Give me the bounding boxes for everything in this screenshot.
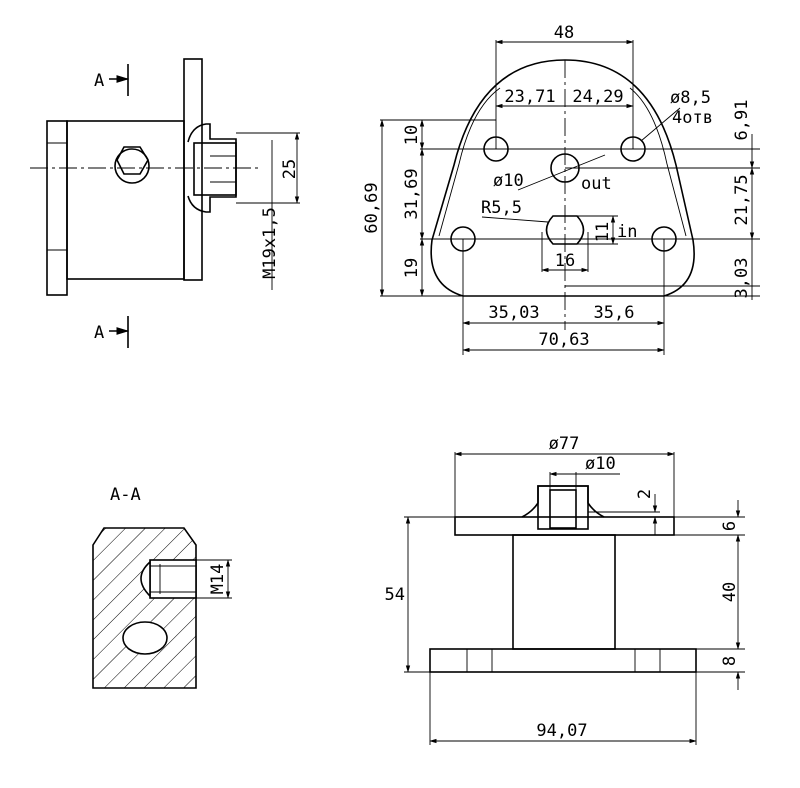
side-view-center-circle [114,148,150,184]
dim-flange-dia: ø77 [549,434,580,454]
dim-left-top: 10 [402,125,422,145]
hex-nut-icon [116,146,149,175]
dim-bottom-left-width: 35,03 [488,303,539,323]
hole-count-label: 4отв [672,108,713,128]
port-out-dia: ø10 [493,171,524,191]
dim-mid-height: 31,69 [402,168,422,219]
port-in-label: in [617,222,637,242]
dim-right-top: 6,91 [732,100,752,141]
port-in-radius: R5,5 [481,198,522,218]
dim-in-height: 11 [593,222,613,242]
section-mark-top: A [94,71,104,91]
flange-plate [454,516,675,536]
side-view: 25 M19x1,5 A A [30,58,300,348]
section-title: A-A [110,485,141,505]
front-view: 48 23,71 24,29 ø8,5 4отв 60,69 10 31,69 … [362,23,760,355]
dim-right-mid: 21,75 [732,174,752,225]
dim-base-width: 94,07 [536,721,587,741]
dim-in-width: 16 [555,251,575,271]
dim-boss-dia: ø10 [585,454,616,474]
hole-dia-label: ø8,5 [670,88,711,108]
dim-bottom-total: 70,63 [538,330,589,350]
dim-right-bottom: 3,03 [732,258,752,299]
dim-top-width: 48 [554,23,574,43]
bottom-view: ø77 ø10 2 54 6 40 8 94,07 [385,434,745,745]
dim-boss-step: 2 [635,489,655,499]
pump-body [512,534,616,650]
section-hatched-body [92,527,197,689]
side-view-rear-cap [46,120,68,296]
dim-section-thread: M14 [208,564,228,595]
dim-bottom-right-width: 35,6 [594,303,635,323]
port-out-label: out [581,174,612,194]
side-view-port-bore [193,142,237,196]
dim-total-height-bottom: 54 [385,585,405,605]
side-view-flange [183,58,203,281]
dim-left-offset: 23,71 [504,87,555,107]
dim-body-height: 40 [720,582,740,602]
dim-base-thick: 8 [720,656,740,666]
dim-right-offset: 24,29 [572,87,623,107]
section-port-hole [122,621,168,655]
dim-side-thread: M19x1,5 [260,207,280,279]
section-mark-bottom: A [94,323,104,343]
dim-flange-thick: 6 [720,521,740,531]
section-view: A-A M14 [92,485,232,689]
dim-total-height: 60,69 [362,182,382,233]
side-view-body [66,120,185,280]
dim-side-height: 25 [280,159,300,179]
dim-bottom-left: 19 [402,258,422,278]
base-plate [429,648,697,673]
